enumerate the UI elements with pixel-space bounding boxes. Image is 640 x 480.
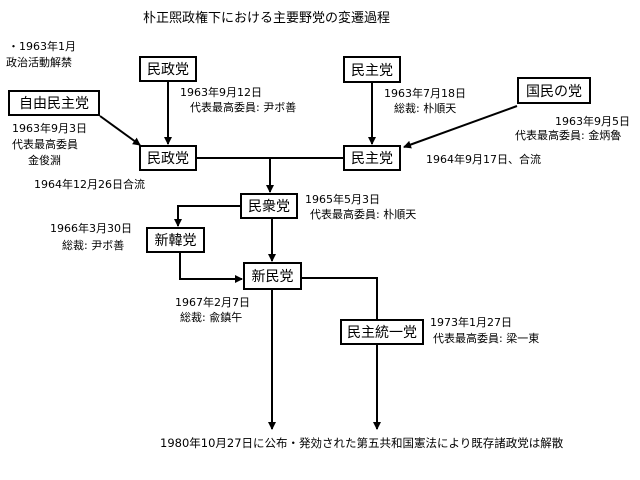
arrow-jayu bbox=[99, 115, 141, 146]
arrow-kokumin bbox=[403, 105, 518, 149]
kokumin-date: 1963年9月5日 bbox=[555, 115, 630, 128]
party-box-minjung: 民衆党 bbox=[240, 193, 298, 219]
shinkan-leader: 総裁: 尹ボ善 bbox=[62, 239, 125, 252]
minju-toitsu-leader: 代表最高委員: 梁一東 bbox=[433, 332, 540, 345]
minjeong-date: 1963年9月12日 bbox=[180, 86, 262, 99]
ban-text: 政治活動解禁 bbox=[6, 56, 72, 69]
jayu-date: 1963年9月3日 bbox=[12, 122, 87, 135]
shinmin-leader: 総裁: 兪鎮午 bbox=[180, 311, 243, 324]
arrow-to-shinkan bbox=[174, 205, 240, 227]
party-box-jayu: 自由民主党 bbox=[8, 90, 100, 116]
party-box-minju-toitsu: 民主統一党 bbox=[340, 319, 424, 345]
party-box-shinmin: 新民党 bbox=[243, 262, 302, 290]
party-box-minju-orig: 民主党 bbox=[343, 56, 401, 83]
jayu-leader-title: 代表最高委員 bbox=[12, 138, 78, 151]
party-box-minju: 民主党 bbox=[343, 145, 401, 171]
minju-merge: 1964年9月17日、合流 bbox=[426, 153, 541, 166]
shinkan-date: 1966年3月30日 bbox=[50, 222, 132, 235]
kokumin-leader: 代表最高委員: 金炳魯 bbox=[515, 129, 622, 142]
ban-date: ・1963年1月 bbox=[8, 40, 76, 53]
dissolution-note: 1980年10月27日に公布・発効された第五共和国憲法により既存諸政党は解散 bbox=[160, 436, 564, 450]
minju-toitsu-date: 1973年1月27日 bbox=[430, 316, 512, 329]
party-box-minjeong-orig: 民政党 bbox=[139, 56, 197, 82]
party-box-shinkan: 新韓党 bbox=[146, 227, 205, 253]
arrow-shinkan-shinmin bbox=[179, 253, 243, 283]
minjeong-leader: 代表最高委員: 尹ボ善 bbox=[190, 101, 297, 114]
minju-leader: 総裁: 朴順天 bbox=[394, 102, 457, 115]
line-shinmin-toitsu bbox=[302, 277, 378, 319]
diagram-title: 朴正煕政権下における主要野党の変遷過程 bbox=[143, 11, 391, 26]
jayu-leader: 金俊淵 bbox=[28, 154, 61, 167]
minjung-leader: 代表最高委員: 朴順天 bbox=[310, 208, 417, 221]
minjung-date: 1965年5月3日 bbox=[305, 193, 380, 206]
shinmin-date: 1967年2月7日 bbox=[175, 296, 250, 309]
minju-date: 1963年7月18日 bbox=[384, 87, 466, 100]
party-box-minjeong: 民政党 bbox=[139, 145, 197, 171]
party-box-kokumin: 国民の党 bbox=[517, 77, 591, 104]
minjeong-merge: 1964年12月26日合流 bbox=[34, 178, 145, 191]
